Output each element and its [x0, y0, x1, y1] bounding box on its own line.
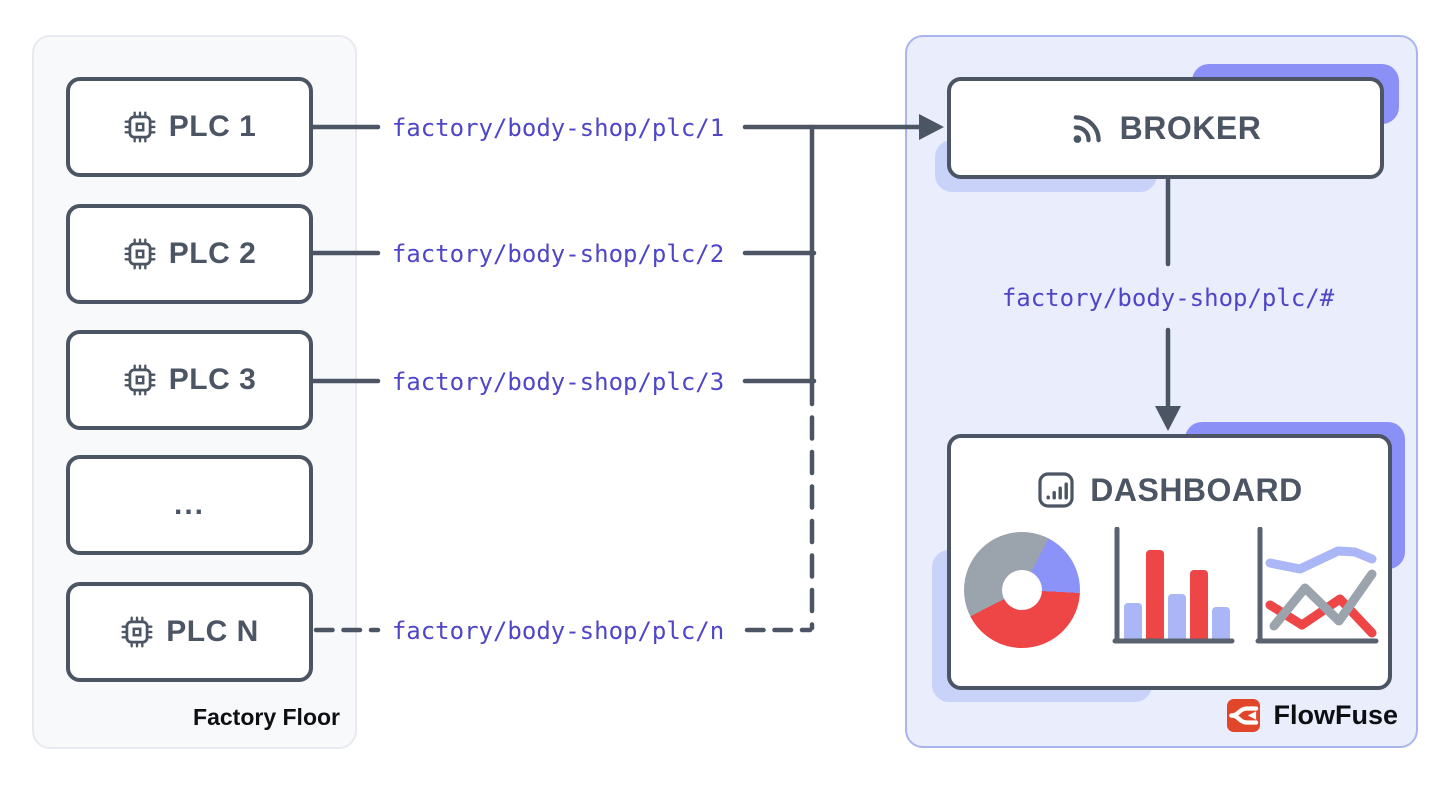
plc-3-label: PLC 3: [168, 363, 257, 396]
plc-1-label: PLC 1: [168, 110, 257, 143]
topic-wildcard: factory/body-shop/plc/#: [1001, 284, 1335, 312]
broker-card: BROKER: [947, 77, 1384, 179]
factory-floor-caption: Factory Floor: [193, 704, 340, 730]
plc-1-box: PLC 1: [66, 77, 313, 177]
cpu-chip-icon: [124, 364, 156, 396]
flowfuse-logo: [1227, 699, 1261, 732]
broker-label: BROKER: [1119, 109, 1262, 146]
flowfuse-brand-name: FlowFuse: [1273, 700, 1398, 730]
topic-plcn: factory/body-shop/plc/n: [391, 617, 725, 645]
topic-plc3: factory/body-shop/plc/3: [391, 368, 725, 396]
factory-floor-panel: PLC 1 PLC 2 PLC 3 .: [32, 35, 357, 749]
cpu-chip-icon: [124, 238, 156, 270]
plc-ellipsis-label: ...: [173, 488, 205, 521]
topic-plc2: factory/body-shop/plc/2: [391, 240, 725, 268]
topic-plc1: factory/body-shop/plc/1: [391, 114, 725, 142]
rss-broadcast-icon: [1073, 115, 1101, 143]
dashboard-header: DASHBOARD: [951, 470, 1388, 510]
line-chart-graphic: [1255, 527, 1379, 644]
plc-2-label: PLC 2: [168, 237, 257, 270]
cpu-chip-icon: [121, 616, 153, 648]
donut-hole: [1002, 570, 1042, 610]
bar-chart-graphic: [1112, 527, 1235, 644]
plc-2-box: PLC 2: [66, 204, 313, 304]
bar-chart-icon: [1038, 472, 1074, 508]
cpu-chip-icon: [124, 111, 156, 143]
dashboard-label: DASHBOARD: [1090, 471, 1303, 508]
dashboard-card: DASHBOARD: [947, 434, 1392, 690]
plc-3-box: PLC 3: [66, 330, 313, 430]
plc-n-box: PLC N: [66, 582, 313, 682]
plc-n-label: PLC N: [166, 615, 259, 648]
plc-ellipsis-box: ...: [66, 455, 313, 555]
flowfuse-brand: FlowFuse: [1227, 699, 1398, 732]
cloud-panel: BROKER DASHBOARD: [905, 35, 1418, 748]
donut-chart-graphic: [964, 532, 1080, 648]
